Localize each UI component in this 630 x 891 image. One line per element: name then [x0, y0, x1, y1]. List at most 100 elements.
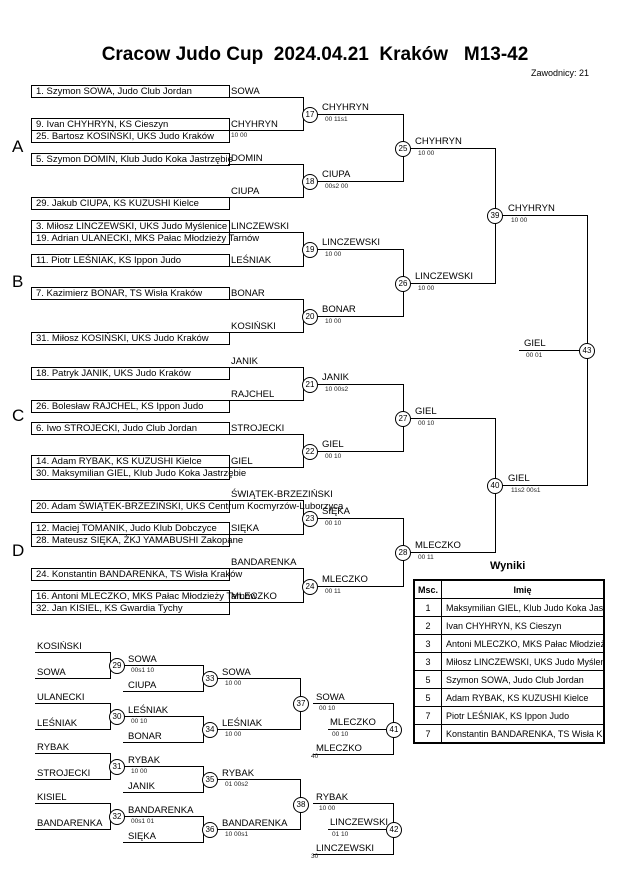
- bracket-line: [318, 316, 403, 317]
- slot-label: CIUPA: [128, 680, 157, 691]
- winner-label: SOWA: [222, 667, 251, 678]
- bracket-line: [35, 803, 110, 804]
- bracket-line: [502, 215, 587, 216]
- bracket-line: [228, 467, 303, 468]
- winner-label: LEŚNIAK: [222, 718, 263, 729]
- fight-number: 22: [302, 444, 318, 460]
- winner-label: LEŚNIAK: [128, 705, 169, 716]
- score-text: 10 00: [418, 285, 435, 292]
- winner-label: CHYHRYN: [415, 136, 462, 147]
- bracket-line: [228, 602, 303, 603]
- fight-number: 37: [293, 696, 309, 712]
- bracket-line: [313, 803, 393, 804]
- slot-label: STROJECKI: [231, 423, 285, 434]
- place-cell: 2: [413, 616, 442, 635]
- winner-label: RYBAK: [222, 768, 255, 779]
- score-text: 01 00s2: [225, 781, 249, 788]
- entry-box: 28. Mateusz SIĘKA, ŻKJ YAMABUSHI Zakopan…: [31, 534, 243, 547]
- entry-box: 5. Szymon DOMIN, Klub Judo Koka Jastrzęb…: [31, 153, 233, 166]
- slot-label: LINCZEWSKI: [316, 843, 375, 854]
- bracket-line: [228, 164, 303, 165]
- fight-number: 24: [302, 579, 318, 595]
- bracket-line: [313, 854, 393, 855]
- bracket-line: [318, 518, 403, 519]
- place-cell: 5: [413, 670, 442, 689]
- slot-label: LEŚNIAK: [37, 718, 78, 729]
- bracket-line: [313, 754, 393, 755]
- slot-label: LEŚNIAK: [231, 255, 272, 266]
- entry-box: 29. Jakub CIUPA, KS KUZUSHI Kielce: [31, 197, 230, 210]
- slot-label: BONAR: [128, 731, 162, 742]
- fight-number: 36: [202, 822, 218, 838]
- results-title: Wyniki: [490, 560, 526, 572]
- slot-label: KISIEL: [37, 792, 67, 803]
- winner-label: CHYHRYN: [508, 203, 555, 214]
- bracket-line: [228, 568, 303, 569]
- fight-number: 17: [302, 107, 318, 123]
- fight-number: 27: [395, 411, 411, 427]
- slot-label: SOWA: [37, 667, 66, 678]
- fight-number: 19: [302, 242, 318, 258]
- fight-number: 23: [302, 511, 318, 527]
- bracket-line: [328, 829, 386, 830]
- slot-label: BANDARENKA: [37, 818, 103, 829]
- place-cell: 1: [413, 598, 442, 617]
- fight-number: 20: [302, 309, 318, 325]
- winner-label: JANIK: [322, 372, 349, 383]
- winner-label: LINCZEWSKI: [415, 271, 474, 282]
- bracket-line: [410, 148, 495, 149]
- winner-label: GIEL: [322, 439, 344, 450]
- place-cell: 7: [413, 706, 442, 725]
- fight-number: 21: [302, 377, 318, 393]
- bracket-line: [228, 232, 303, 233]
- winner-label: MLECZKO: [322, 574, 368, 585]
- bronze-label: MLECZKO: [330, 717, 376, 728]
- bracket-line: [35, 779, 110, 780]
- pool-label-a: A: [12, 137, 24, 156]
- place-cell: 5: [413, 688, 442, 707]
- winner-label: RYBAK: [128, 755, 161, 766]
- bracket-line: [228, 197, 303, 198]
- bracket-line: [410, 552, 495, 553]
- score-text: 01 10: [332, 831, 349, 838]
- score-text: 10 00: [511, 217, 528, 224]
- fight-number: 18: [302, 174, 318, 190]
- entry-box: 6. Iwo STROJECKI, Judo Club Jordan: [31, 422, 230, 435]
- bracket-line: [123, 816, 203, 817]
- fight-number: 35: [202, 772, 218, 788]
- score-text: 00 10: [418, 420, 435, 427]
- score-text: 10 00s1: [225, 831, 249, 838]
- name-cell: Szymon SOWA, Judo Club Jordan: [441, 670, 605, 689]
- score-text: 00 11s1: [325, 116, 348, 123]
- col-name: Imię: [441, 579, 605, 599]
- fight-number: 31: [109, 759, 125, 775]
- bracket-line: [123, 842, 203, 843]
- winner-label: SOWA: [128, 654, 157, 665]
- winner-label: RYBAK: [316, 792, 349, 803]
- bracket-line: [35, 729, 110, 730]
- pool-label-d: D: [12, 541, 25, 560]
- fight-number: 30: [109, 709, 125, 725]
- bracket-line: [228, 97, 303, 98]
- pool-label-b: B: [12, 272, 24, 291]
- winner-label: BONAR: [322, 304, 356, 315]
- bracket-line: [216, 678, 300, 679]
- entry-box: 26. Bolesław RAJCHEL, KS Ippon Judo: [31, 400, 230, 413]
- bracket-line: [35, 678, 110, 679]
- slot-label: RAJCHEL: [231, 389, 275, 400]
- score-text: 10 00: [131, 768, 148, 775]
- name-cell: Adam RYBAK, KS KUZUSHI Kielce: [441, 688, 605, 707]
- bracket-line: [318, 181, 403, 182]
- entry-box: 24. Konstantin BANDARENKA, TS Wisła Krak…: [31, 568, 242, 581]
- bracket-line: [318, 384, 403, 385]
- name-cell: Ivan CHYHRYN, KS Cieszyn: [441, 616, 605, 635]
- name-cell: Maksymilian GIEL, Klub Judo Koka Jastrzę…: [441, 598, 605, 617]
- fight-number: 39: [487, 208, 503, 224]
- slot-label: STROJECKI: [37, 768, 91, 779]
- name-cell: Miłosz LINCZEWSKI, UKS Judo Myślenice: [441, 652, 605, 671]
- slot-label: ŚWIĄTEK-BRZEZIŃSKI: [231, 489, 333, 500]
- slot-label: LINCZEWSKI: [231, 221, 290, 232]
